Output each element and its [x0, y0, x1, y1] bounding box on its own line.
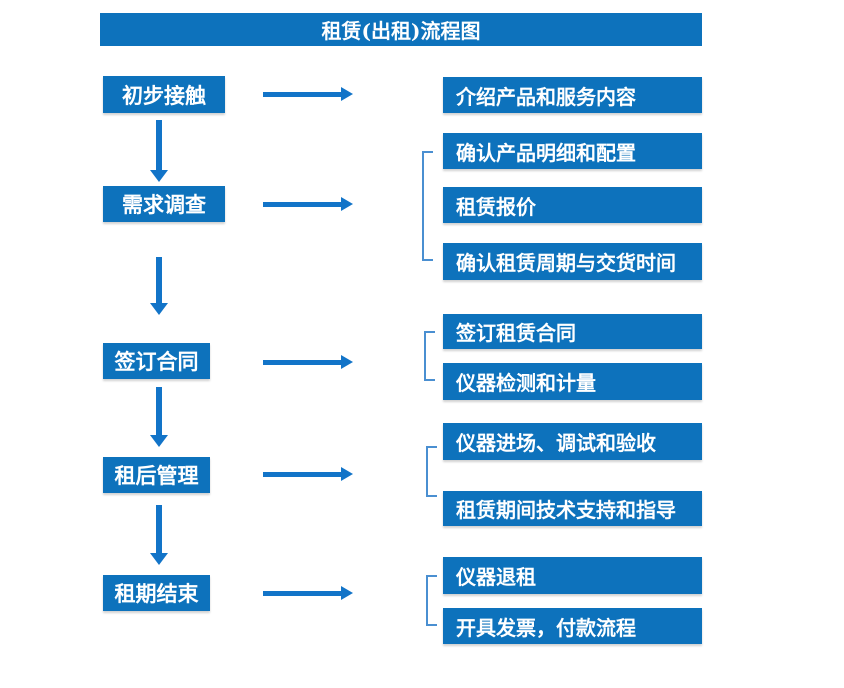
- step-box-initial-contact: 初步接触: [103, 76, 225, 113]
- detail-box-rental-quote: 租赁报价: [443, 187, 702, 223]
- arrow-right-icon: [263, 197, 353, 211]
- arrow-right-icon: [263, 87, 353, 101]
- detail-box-instrument-entry: 仪器进场、调试和验收: [443, 423, 702, 460]
- arrow-right-icon: [263, 355, 353, 369]
- arrow-down-icon: [150, 387, 168, 447]
- step-box-demand-survey: 需求调查: [103, 186, 225, 222]
- detail-bracket: [422, 151, 433, 261]
- detail-box-instrument-testing: 仪器检测和计量: [443, 363, 702, 400]
- detail-box-technical-support: 租赁期间技术支持和指导: [443, 491, 702, 526]
- detail-box-confirm-product-details: 确认产品明细和配置: [443, 133, 702, 169]
- detail-box-sign-rental-contract: 签订租赁合同: [443, 314, 702, 349]
- step-box-sign-contract: 签订合同: [103, 343, 210, 379]
- arrow-down-icon: [150, 257, 168, 315]
- detail-box-invoice-payment: 开具发票，付款流程: [443, 608, 702, 644]
- detail-bracket: [424, 331, 435, 381]
- detail-box-introduce-products: 介绍产品和服务内容: [443, 77, 702, 113]
- detail-box-instrument-return: 仪器退租: [443, 557, 702, 594]
- arrow-down-icon: [150, 120, 168, 182]
- step-box-rental-end: 租期结束: [103, 575, 210, 611]
- arrow-right-icon: [263, 586, 353, 600]
- arrow-down-icon: [150, 505, 168, 565]
- flowchart-title: 租赁(出租)流程图: [100, 13, 702, 46]
- step-box-post-rental-management: 租后管理: [103, 457, 210, 493]
- detail-bracket: [426, 575, 437, 626]
- arrow-right-icon: [263, 467, 353, 481]
- detail-box-confirm-rental-period: 确认租赁周期与交货时间: [443, 243, 702, 280]
- detail-bracket: [426, 446, 437, 497]
